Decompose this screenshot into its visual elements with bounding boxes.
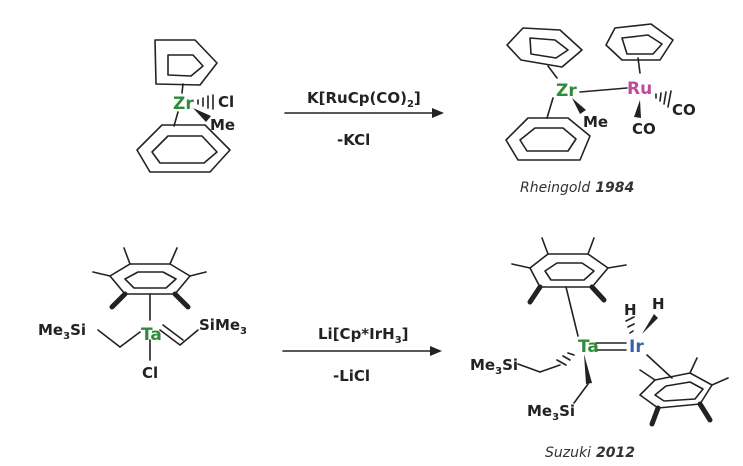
- zr-product-label: Zr: [556, 81, 577, 101]
- zr-label: Zr: [173, 94, 194, 114]
- co1-label: CO: [672, 101, 696, 119]
- byproduct-2: -LiCl: [333, 367, 370, 385]
- cp-ring-zr-top: [506, 27, 583, 68]
- me-product-label: Me: [583, 113, 608, 131]
- sime3-right-label: SiMe3: [199, 316, 247, 337]
- wedge-bond-me: [193, 108, 211, 122]
- me-label: Me: [210, 116, 235, 134]
- ru-label: Ru: [627, 79, 652, 99]
- cp-star-ir: [639, 357, 729, 427]
- ir-label: Ir: [629, 337, 644, 357]
- h1-label: H: [624, 301, 637, 319]
- hashed-bond-h1: [625, 316, 635, 334]
- cp-ring-zr-bottom: [505, 117, 591, 161]
- cp-ring-top: [154, 39, 218, 86]
- me3si-group2-label: Me3Si: [527, 402, 575, 423]
- reaction-arrow-2: Li[Cp*IrH3] -LiCl: [282, 325, 442, 385]
- ta-label: Ta: [141, 325, 162, 345]
- product-1: Zr Ru Me CO CO: [505, 23, 696, 161]
- cl-label: Cl: [218, 93, 234, 111]
- byproduct-1: -KCl: [337, 131, 370, 149]
- h2-label: H: [652, 295, 665, 313]
- hashed-bond-cl: [197, 94, 214, 110]
- cp-star-ring: [92, 247, 207, 310]
- ta-product-label: Ta: [578, 337, 599, 357]
- me3si-left-label: Me3Si: [38, 321, 86, 342]
- cl-label-2: Cl: [142, 364, 158, 382]
- cp-star-ta: [511, 237, 627, 305]
- hashed-bond-ch2-1: [556, 352, 575, 366]
- cp-ring-bottom: [136, 124, 231, 173]
- cp-ring-ru: [605, 23, 674, 61]
- product-2: Ta Ir H H Me3Si Me3Si: [470, 237, 729, 427]
- reactant-2: Ta Cl Me3Si SiMe3: [38, 247, 247, 382]
- reagent-1: K[RuCp(CO)2]: [307, 89, 421, 110]
- reactant-1: Zr Cl Me: [136, 39, 235, 173]
- me3si-group1-label: Me3Si: [470, 356, 518, 377]
- co2-label: CO: [632, 120, 656, 138]
- hashed-bond-co1: [655, 90, 672, 108]
- reagent-2: Li[Cp*IrH3]: [318, 325, 409, 346]
- reaction-arrow-1: K[RuCp(CO)2] -KCl: [284, 89, 444, 149]
